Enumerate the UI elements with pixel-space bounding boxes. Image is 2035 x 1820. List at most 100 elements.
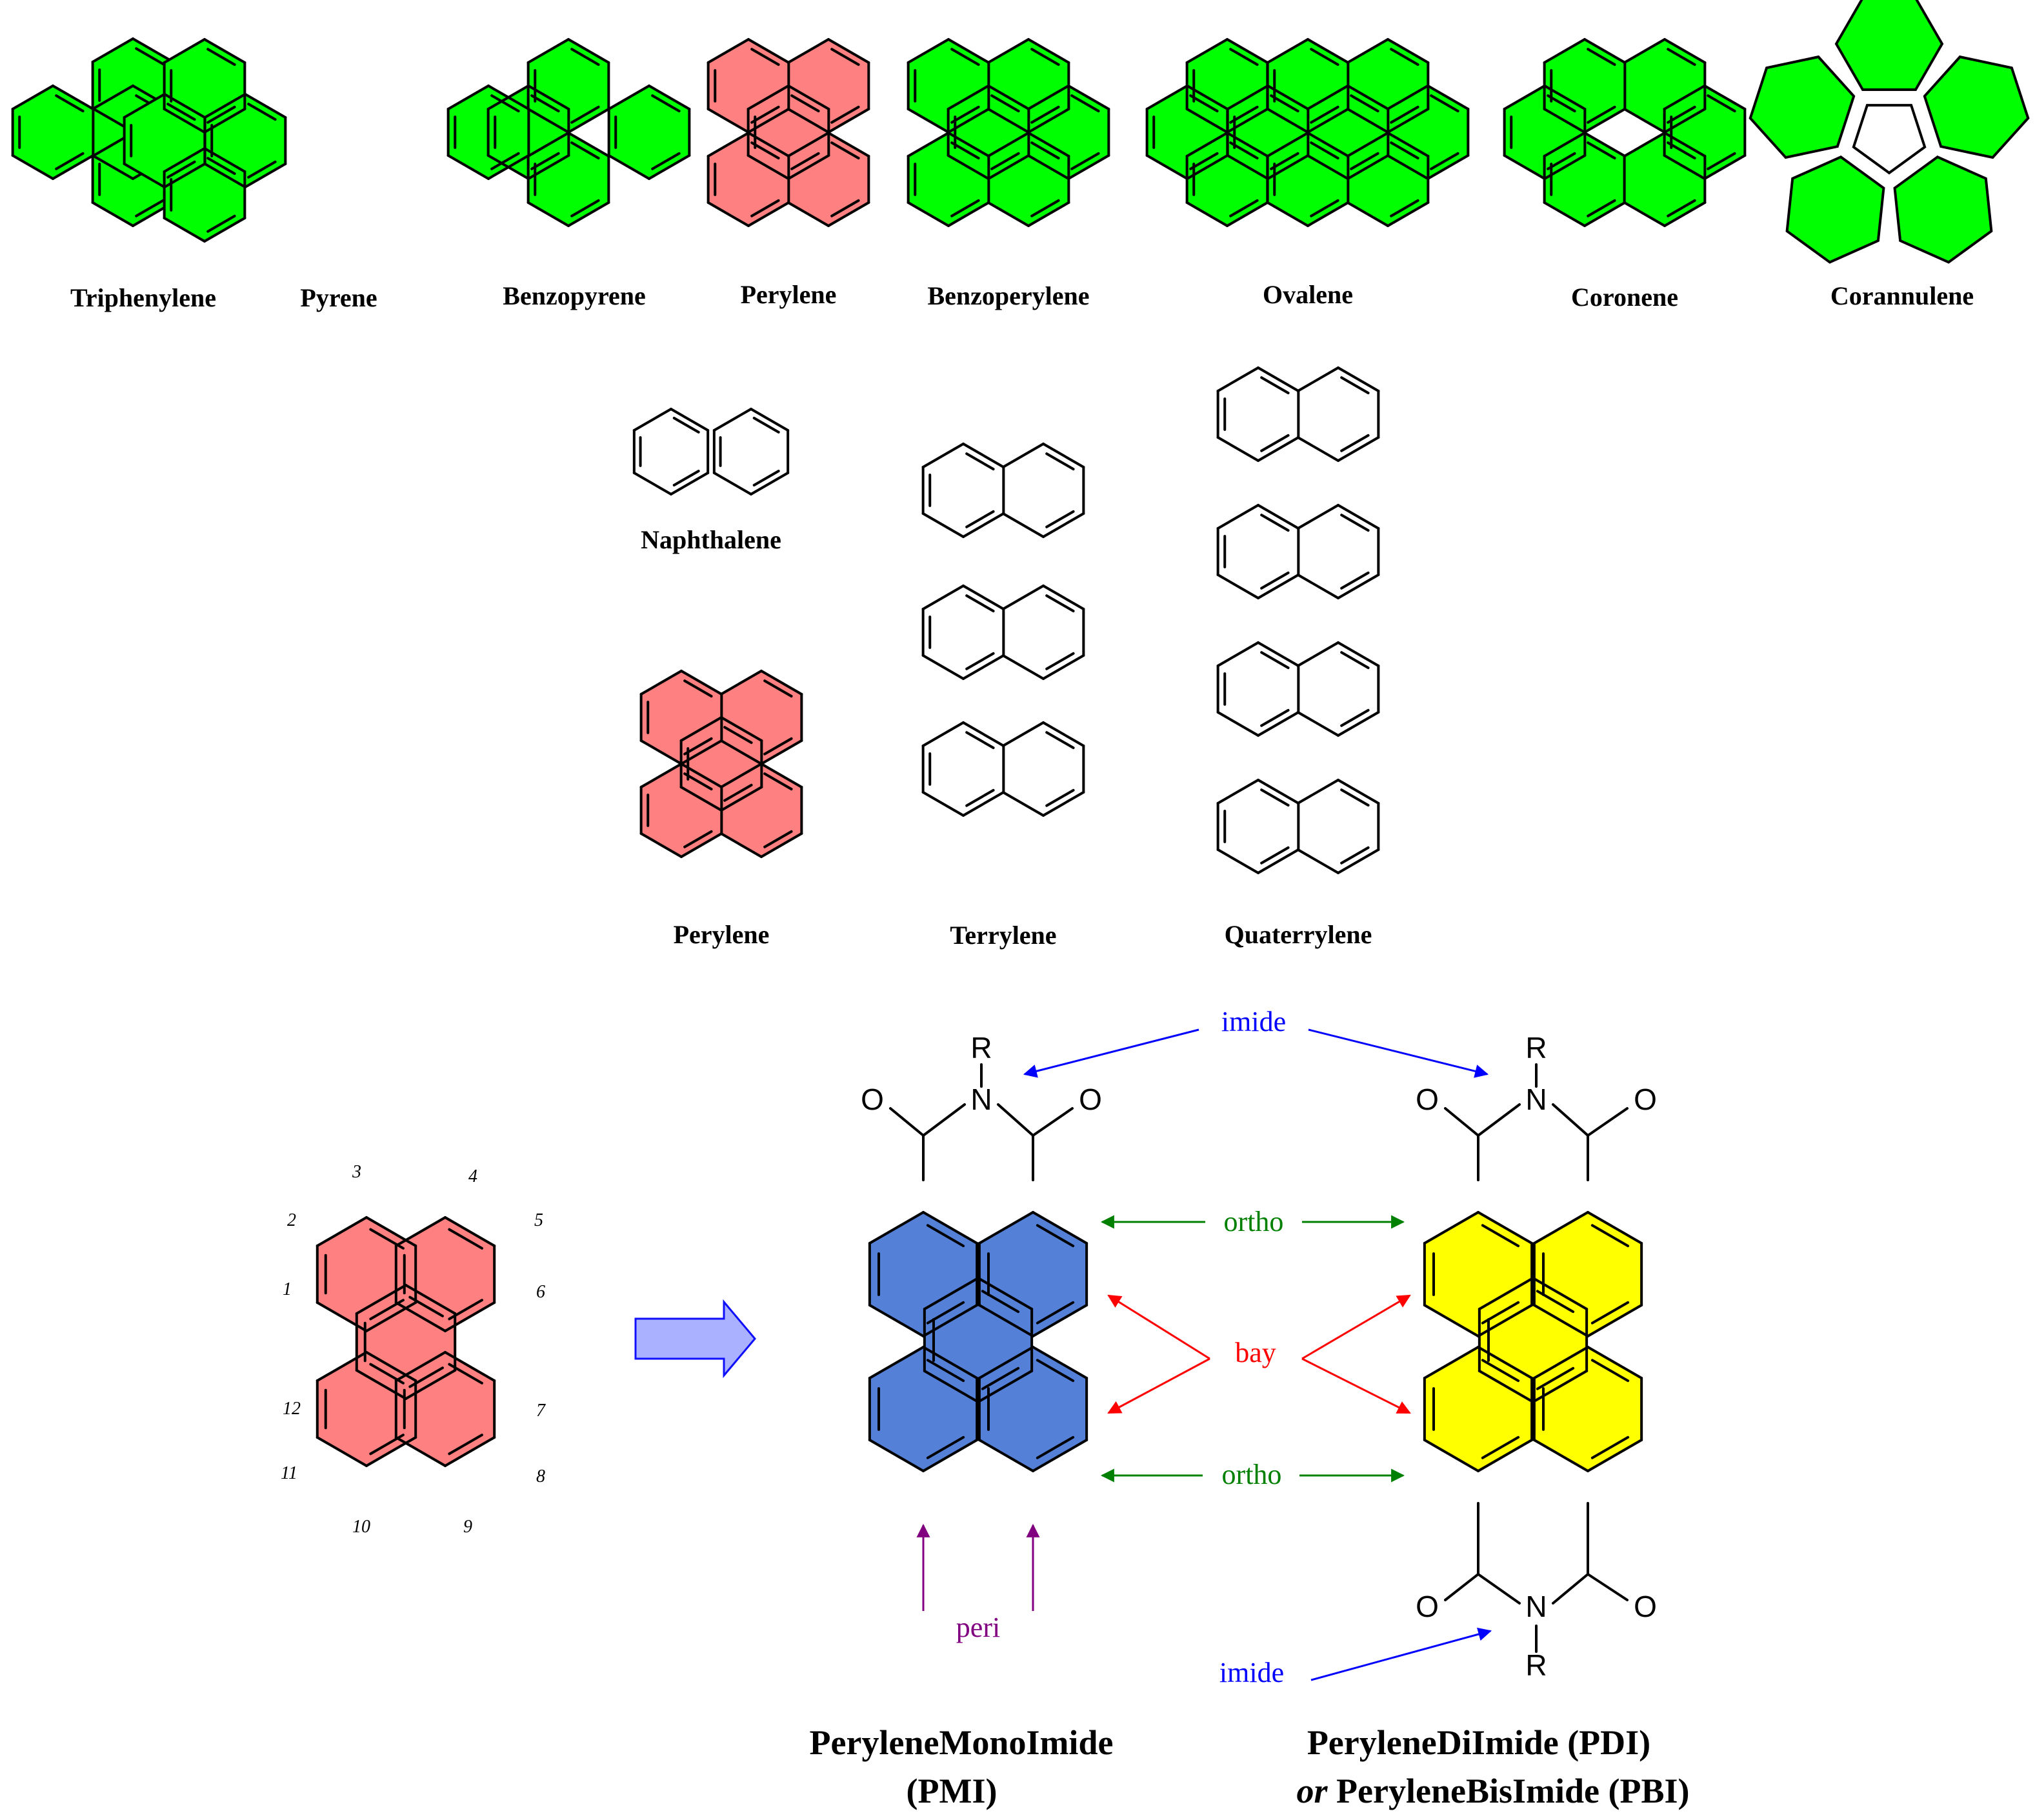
double-bond: [490, 152, 520, 170]
bond: [1477, 1304, 1534, 1337]
bond: [962, 585, 1005, 610]
bond: [868, 1304, 925, 1337]
bond: [1543, 132, 1586, 157]
double-bond: [651, 152, 681, 170]
bond: [1296, 504, 1339, 530]
bond: [394, 1216, 446, 1247]
double-bond: [1707, 94, 1736, 113]
bond: [1216, 711, 1259, 737]
bond: [680, 832, 723, 858]
double-bond: [926, 1435, 965, 1459]
bond: [316, 1351, 368, 1382]
bond: [1423, 1346, 1479, 1379]
bond: [922, 1103, 966, 1137]
imide-arrow-right: [1308, 1028, 1489, 1078]
bond: [977, 1346, 1034, 1379]
bond: [91, 37, 134, 63]
bond: [827, 38, 870, 64]
double-bond: [1229, 199, 1259, 217]
bond: [365, 1436, 417, 1467]
pmi-name-line1: PeryleneMonoImide: [810, 1723, 1114, 1762]
bond: [1543, 38, 1586, 64]
double-bond: [1260, 788, 1290, 807]
bond: [203, 38, 246, 64]
bond: [1001, 585, 1045, 610]
double-bond: [490, 94, 520, 113]
double-bond: [1340, 788, 1370, 807]
bond: [747, 154, 790, 180]
bond: [1032, 1304, 1088, 1337]
pdi-r-bottom-label: R: [1525, 1648, 1547, 1682]
double-bond: [965, 452, 995, 471]
bond: [760, 763, 803, 788]
imide-arrow-bottom: [1310, 1627, 1492, 1681]
label-pyrene: Pyrene: [300, 283, 377, 312]
bond: [707, 132, 750, 157]
bond: [1477, 1103, 1521, 1137]
bond: [962, 654, 1005, 680]
double-bond: [1030, 105, 1060, 124]
bond: [760, 739, 803, 765]
bond: [1027, 132, 1070, 157]
bond: [1347, 154, 1390, 180]
bond: [1663, 85, 1706, 110]
bond: [679, 786, 723, 812]
bond: [947, 85, 990, 110]
bond: [394, 1436, 446, 1467]
double-bond: [1229, 141, 1259, 160]
bond: [1347, 85, 1390, 110]
double-bond: [752, 416, 780, 434]
bond: [639, 739, 683, 765]
bond: [1387, 108, 1430, 134]
double-bond: [135, 47, 165, 66]
double-bond: [1340, 376, 1370, 395]
bond: [1266, 38, 1309, 64]
pmi-name-line2: (PMI): [907, 1772, 997, 1810]
double-bond: [965, 731, 995, 750]
double-bond: [1036, 1301, 1075, 1325]
double-bond: [1667, 199, 1696, 217]
double-bond: [1270, 94, 1299, 113]
bond: [1042, 654, 1085, 680]
double-bond: [1036, 1435, 1075, 1459]
bond: [526, 108, 570, 134]
double-bond: [750, 141, 780, 160]
bond: [1216, 504, 1259, 530]
double-bond: [651, 94, 681, 113]
bond: [607, 154, 650, 180]
bond: [1387, 201, 1430, 227]
bond: [394, 1301, 446, 1332]
bond: [486, 154, 530, 180]
double-bond: [1310, 141, 1339, 160]
bond: [1478, 1277, 1534, 1310]
bond: [1543, 108, 1586, 134]
bond: [1266, 108, 1309, 134]
center-pentagon: [1852, 104, 1927, 175]
bond: [962, 721, 1005, 747]
bond: [1296, 848, 1339, 874]
bond: [1027, 201, 1070, 227]
double-bond: [1667, 48, 1696, 66]
bond-lines: [316, 1216, 496, 1467]
double-bond: [1481, 1359, 1520, 1383]
bond-lines: [1216, 366, 1380, 874]
position-number-7: 7: [536, 1401, 546, 1421]
bond: [787, 201, 830, 227]
double-bond: [247, 103, 277, 121]
bond: [987, 108, 1030, 134]
pdi-name-line2: or PeryleneBisImide (PBI): [1297, 1772, 1690, 1810]
bond: [712, 408, 752, 432]
bond: [1444, 1573, 1479, 1601]
double-bond: [1707, 152, 1736, 170]
bond: [1444, 1107, 1479, 1137]
bond: [244, 93, 287, 119]
pdi-o-bottom-left-label: O: [1416, 1590, 1439, 1623]
bond: [1226, 38, 1269, 64]
bond: [747, 38, 790, 64]
pdi-structure: [1423, 1063, 1643, 1653]
double-bond: [1587, 48, 1616, 66]
bond: [444, 1436, 496, 1467]
bond: [1042, 791, 1085, 817]
bond: [977, 1277, 1034, 1310]
bond: [1337, 848, 1380, 874]
